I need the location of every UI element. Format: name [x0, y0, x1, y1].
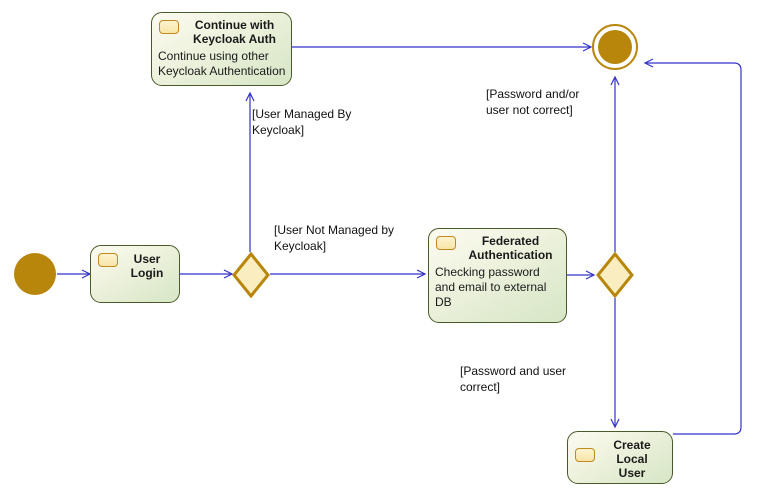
edge-label-user-managed-by-keycloak: [User Managed By Keycloak]: [252, 107, 352, 137]
edge-create-local-user-to-final: [643, 58, 742, 435]
action-node-federated-auth-description: Checking password and email to external …: [435, 265, 547, 309]
action-icon: [98, 253, 118, 267]
edge-label-user-not-managed-by-keycloak: [User Not Managed by Keycloak]: [274, 223, 395, 253]
action-node-user-login[interactable]: User Login: [90, 245, 180, 303]
action-node-create-local-user[interactable]: Create Local User: [567, 431, 673, 484]
decision-node-credentials-valid[interactable]: [596, 251, 634, 299]
action-node-continue-keycloak[interactable]: Continue with Keycloak Auth Continue usi…: [151, 12, 292, 86]
action-icon: [575, 448, 595, 462]
activity-final-node-core: [598, 30, 632, 64]
edge-label-password-and-user-correct: [Password and user correct]: [460, 364, 567, 394]
action-node-federated-auth-title: Federated Authentication: [468, 234, 553, 262]
edge-label-password-or-user-not-correct: [Password and/or user not correct]: [486, 87, 580, 117]
action-node-continue-keycloak-title: Continue with Keycloak Auth: [193, 18, 276, 46]
action-icon: [159, 20, 179, 34]
action-node-federated-auth[interactable]: Federated Authentication Checking passwo…: [428, 228, 567, 323]
action-icon: [436, 236, 456, 250]
initial-node[interactable]: [14, 253, 56, 295]
action-node-create-local-user-title: Create Local User: [613, 438, 651, 480]
activity-final-node[interactable]: [592, 24, 638, 70]
decision-node-keycloak-managed[interactable]: [232, 251, 270, 299]
action-node-continue-keycloak-description: Continue using other Keycloak Authentica…: [158, 49, 286, 78]
action-node-user-login-title: User Login: [130, 252, 164, 280]
